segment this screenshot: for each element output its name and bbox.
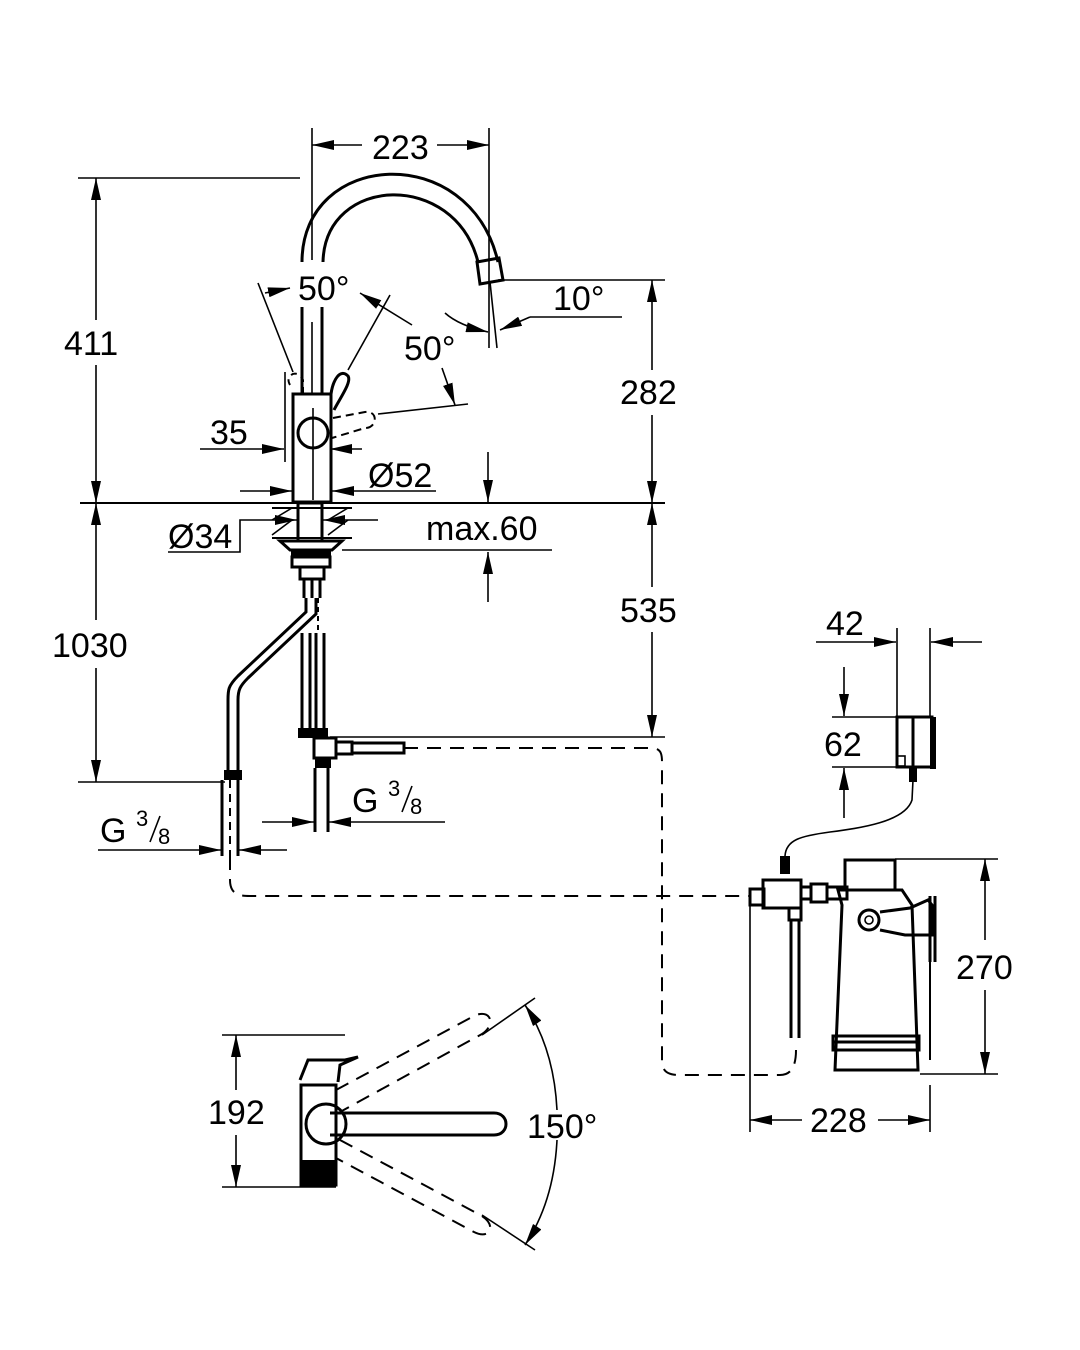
dimension-labels: 223 411 50° 50° 10° 282 35 Ø52 Ø34 max.6…	[52, 129, 1013, 1146]
faucet-side-view	[80, 172, 665, 856]
thread-prefix: G	[100, 812, 126, 850]
filter-bracket	[879, 898, 934, 937]
routing-dashed-line-2	[404, 747, 797, 1076]
label-hose-length-lower: 535	[620, 592, 677, 630]
thread-numerator: 3	[388, 776, 400, 801]
lever-dashed-left	[287, 372, 304, 395]
label-spout-tilt: 10°	[553, 280, 604, 318]
label-body-diameter: Ø52	[368, 457, 432, 495]
filter-unit	[748, 715, 937, 1072]
label-hose-length-total: 1030	[52, 627, 128, 665]
thread-prefix: G	[352, 782, 378, 820]
label-top-view-height: 192	[208, 1094, 265, 1132]
label-bracket-height: 62	[824, 726, 862, 764]
routing-dashed-line-1	[229, 856, 750, 897]
label-bracket-depth: 42	[826, 605, 864, 643]
label-total-height: 411	[64, 325, 118, 363]
label-spout-height: 282	[620, 374, 677, 412]
spout-dashed-lower	[335, 1139, 492, 1236]
flex-hose-left	[226, 598, 308, 772]
filter-head	[843, 858, 897, 892]
label-swivel-angle: 150°	[527, 1108, 597, 1146]
label-connection-left: G 3 8	[100, 806, 170, 850]
label-spout-reach: 223	[372, 129, 429, 167]
label-lever-angle-left: 50°	[298, 270, 349, 308]
label-lever-angle-right: 50°	[404, 330, 455, 368]
spout-outer	[300, 172, 500, 263]
label-max-deck-thickness: max.60	[426, 510, 538, 548]
label-lever-offset: 35	[210, 414, 248, 452]
label-filter-width: 228	[810, 1102, 867, 1140]
label-connection-right: G 3 8	[352, 776, 422, 820]
lever-dashed-right	[331, 410, 376, 439]
faucet-top-view	[298, 1013, 508, 1236]
tee-valve	[312, 736, 338, 760]
lever-solid	[329, 371, 351, 411]
thread-denominator: 8	[410, 794, 422, 819]
label-hole-diameter: Ø34	[168, 518, 232, 556]
label-filter-height: 270	[956, 949, 1013, 987]
spout-top	[330, 1111, 508, 1137]
spout-inner	[321, 193, 480, 263]
filter-body	[833, 888, 920, 1072]
dimension-lines	[78, 128, 998, 1251]
spout-dashed-upper	[335, 1013, 492, 1113]
thread-denominator: 8	[158, 824, 170, 849]
thread-numerator: 3	[136, 806, 148, 831]
